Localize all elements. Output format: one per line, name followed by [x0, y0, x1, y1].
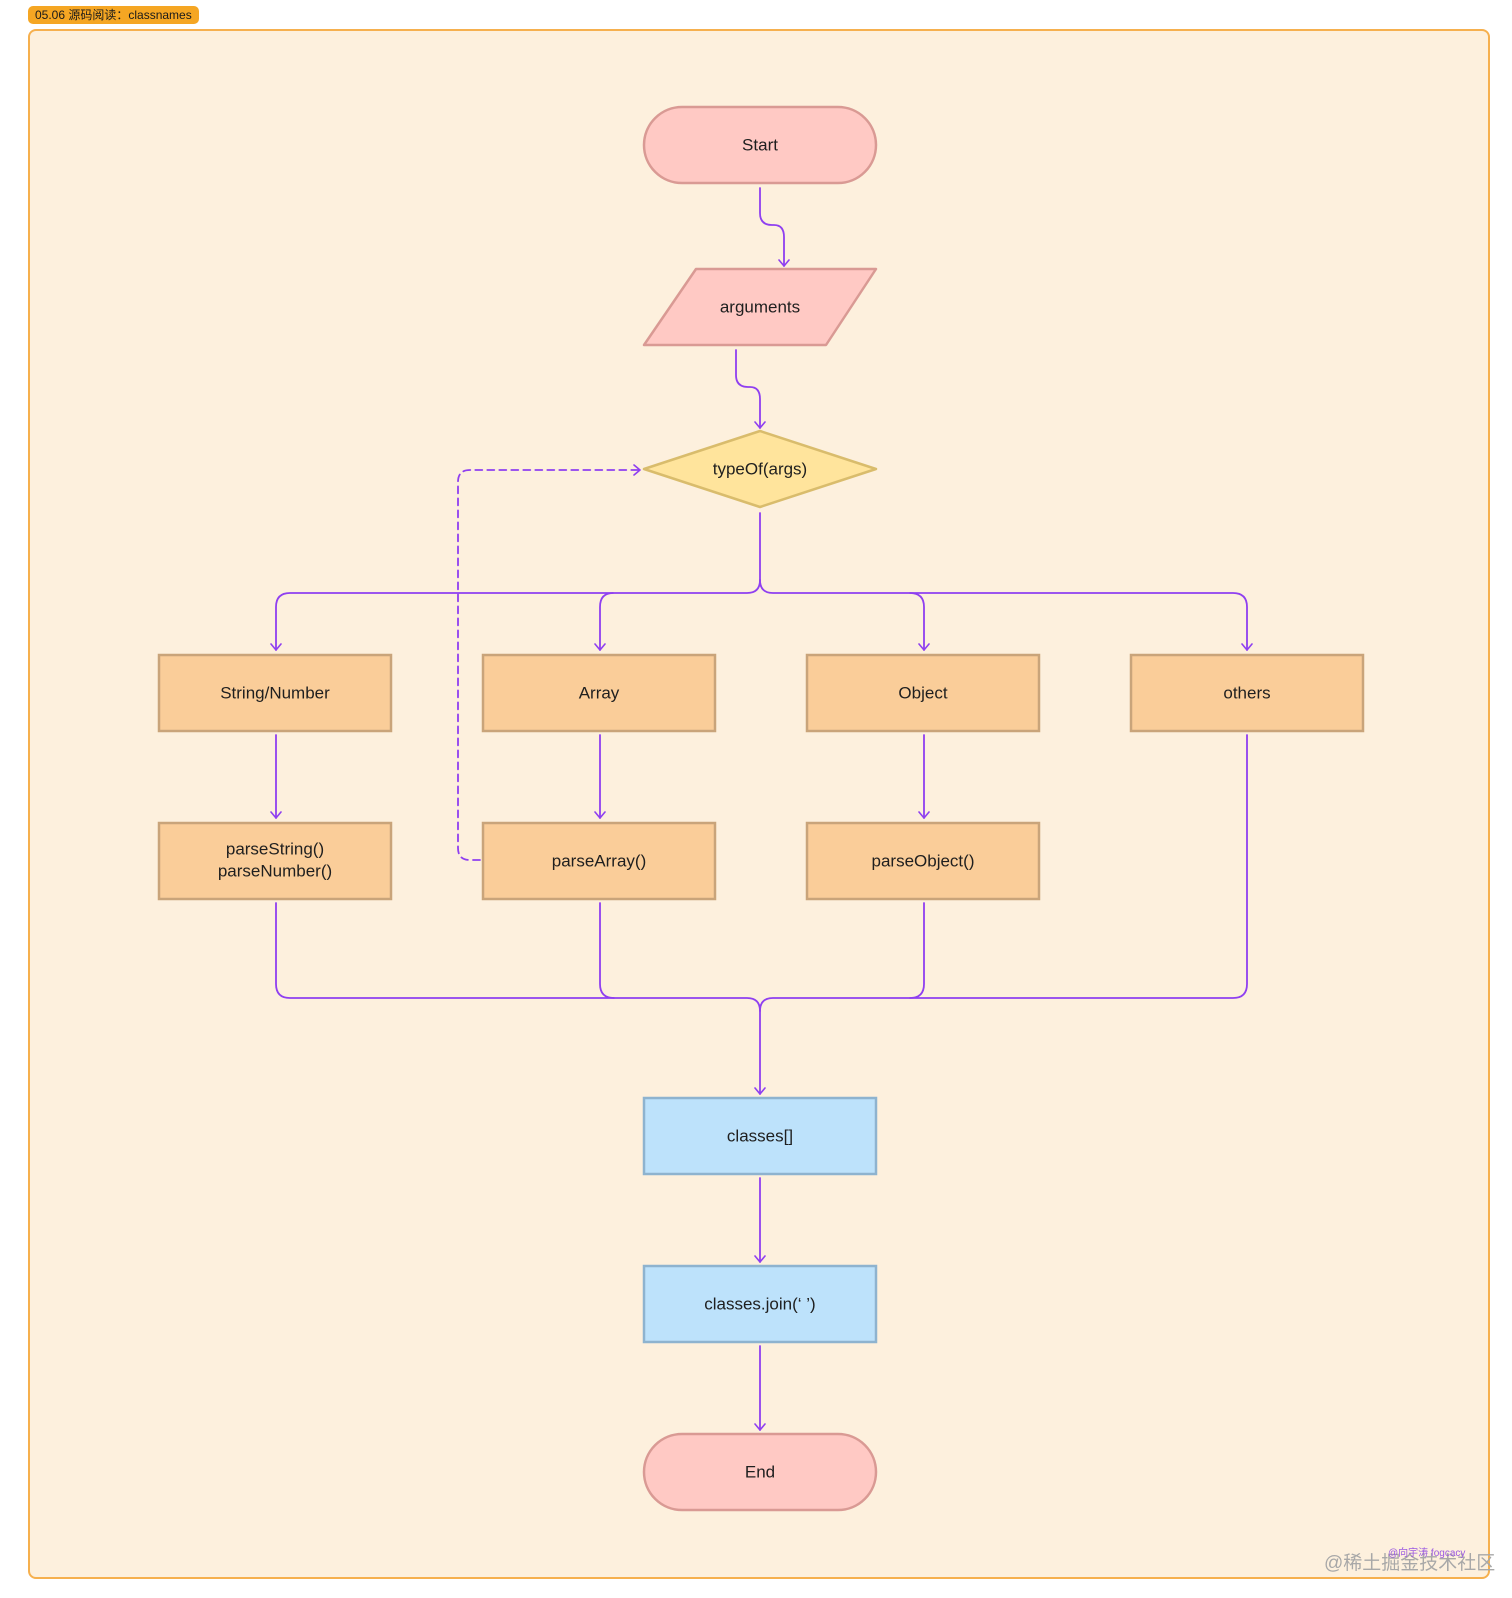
connector-to-string-number	[270, 579, 761, 651]
connector-parse-array-loop-back	[457, 464, 641, 861]
typeof-label: typeOf(args)	[713, 459, 807, 478]
classes-label: classes[]	[727, 1126, 793, 1145]
parse-number-label: parseNumber()	[218, 861, 332, 880]
end-label: End	[745, 1462, 775, 1481]
connector-parse-string-to-merge	[275, 902, 761, 1012]
others-label: others	[1223, 683, 1270, 702]
object-label: Object	[898, 683, 947, 702]
parse-array-node[interactable]: parseArray()	[481, 821, 717, 901]
typeof-decision-node[interactable]: typeOf(args)	[642, 429, 878, 509]
object-node[interactable]: Object	[805, 653, 1041, 733]
connector-parse-object-to-merge	[759, 902, 925, 1012]
site-watermark: @稀土掘金技术社区	[1324, 1553, 1496, 1574]
connector-others-to-merge	[909, 734, 1248, 999]
array-node[interactable]: Array	[481, 653, 717, 733]
classes-join-label: classes.join(‘ ’)	[704, 1294, 815, 1313]
connector-start-to-arguments	[759, 187, 790, 267]
others-node[interactable]: others	[1129, 653, 1365, 733]
connector-to-array	[594, 592, 614, 651]
connector-parse-array-to-merge	[599, 902, 615, 999]
classes-join-node[interactable]: classes.join(‘ ’)	[642, 1264, 878, 1344]
arguments-label: arguments	[720, 297, 800, 316]
start-label: Start	[742, 135, 778, 154]
connector-to-object	[759, 579, 930, 651]
parse-object-label: parseObject()	[872, 851, 975, 870]
end-node[interactable]: End	[642, 1432, 878, 1512]
parse-string-number-node[interactable]: parseString() parseNumber()	[157, 821, 393, 901]
string-number-label: String/Number	[220, 683, 330, 702]
frame-title-tag[interactable]: 05.06 源码阅读：classnames	[28, 6, 199, 24]
author-watermark: @向宇涛 fogcacy	[1388, 1548, 1466, 1559]
array-label: Array	[579, 683, 620, 702]
arguments-node[interactable]: arguments	[642, 267, 878, 347]
parse-string-label: parseString()	[226, 839, 324, 858]
connector-arguments-to-typeof	[735, 349, 766, 429]
start-node[interactable]: Start	[642, 105, 878, 185]
parse-array-label: parseArray()	[552, 851, 646, 870]
parse-object-node[interactable]: parseObject()	[805, 821, 1041, 901]
string-number-node[interactable]: String/Number	[157, 653, 393, 733]
classes-node[interactable]: classes[]	[642, 1096, 878, 1176]
connector-to-others	[909, 592, 1253, 651]
